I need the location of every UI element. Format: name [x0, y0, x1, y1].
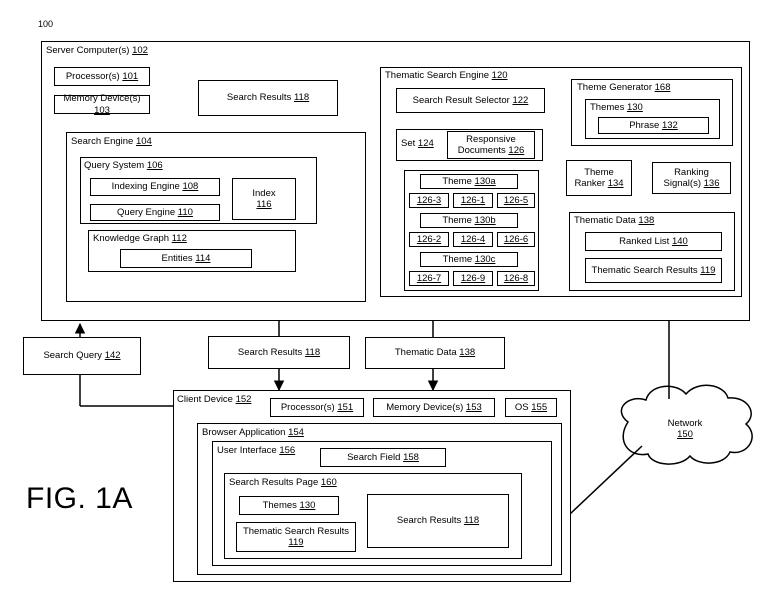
doc-126-6: 126-6	[497, 232, 535, 247]
indexing-engine-box: Indexing Engine 108	[90, 178, 220, 196]
query-engine-box: Query Engine 110	[90, 204, 220, 221]
mid-thematic-data-box: Thematic Data 138	[365, 337, 505, 369]
server-memory-box: Memory Device(s) 103	[54, 95, 150, 114]
network-label: Network150	[650, 414, 720, 444]
server-computer-label: Server Computer(s) 102	[46, 46, 148, 57]
theme-130a-box: Theme 130a	[420, 174, 518, 189]
client-themes-box: Themes 130	[239, 496, 339, 515]
ranking-signals-box: RankingSignal(s) 136	[652, 162, 731, 194]
figure-label: FIG. 1A	[26, 482, 133, 516]
knowledge-graph-label: Knowledge Graph 112	[93, 234, 187, 245]
user-interface-label: User Interface 156	[217, 446, 295, 457]
responsive-documents-box: ResponsiveDocuments 126	[447, 131, 535, 159]
figure-reference: 100	[38, 19, 53, 29]
entities-box: Entities 114	[120, 249, 252, 268]
doc-126-3: 126-3	[409, 193, 449, 208]
thematic-search-engine-label: Thematic Search Engine 120	[385, 71, 508, 82]
theme-130c-box: Theme 130c	[420, 252, 518, 267]
set-label: Set 124	[401, 139, 434, 150]
client-os-box: OS 155	[505, 398, 557, 417]
search-query-box: Search Query 142	[23, 337, 141, 375]
search-result-selector-box: Search Result Selector 122	[396, 88, 545, 113]
index-box: Index116	[232, 178, 296, 220]
doc-126-8: 126-8	[497, 271, 535, 286]
client-processor-box: Processor(s) 151	[270, 398, 364, 417]
doc-126-5: 126-5	[497, 193, 535, 208]
theme-generator-label: Theme Generator 168	[577, 83, 670, 94]
search-field-box: Search Field 158	[320, 448, 446, 467]
doc-126-4: 126-4	[453, 232, 493, 247]
phrase-box: Phrase 132	[598, 117, 709, 134]
themes-130-label: Themes 130	[590, 103, 643, 114]
server-processor-box: Processor(s) 101	[54, 67, 150, 86]
search-results-page-label: Search Results Page 160	[229, 478, 337, 489]
query-system-label: Query System 106	[84, 161, 163, 172]
thematic-data-label: Thematic Data 138	[574, 216, 654, 227]
ranked-list-box: Ranked List 140	[585, 232, 722, 251]
client-memory-box: Memory Device(s) 153	[373, 398, 495, 417]
search-engine-label: Search Engine 104	[71, 137, 152, 148]
doc-126-1: 126-1	[453, 193, 493, 208]
client-device-label: Client Device 152	[177, 395, 251, 406]
theme-130b-box: Theme 130b	[420, 213, 518, 228]
doc-126-9: 126-9	[453, 271, 493, 286]
doc-126-7: 126-7	[409, 271, 449, 286]
client-thematic-results-box: Thematic Search Results119	[236, 522, 356, 552]
browser-application-label: Browser Application 154	[202, 428, 304, 439]
theme-ranker-box: ThemeRanker 134	[566, 160, 632, 196]
client-search-results-box: Search Results 118	[367, 494, 509, 548]
thematic-search-results-box: Thematic Search Results 119	[585, 258, 722, 283]
mid-search-results-box: Search Results 118	[208, 336, 350, 369]
doc-126-2: 126-2	[409, 232, 449, 247]
server-search-results-box: Search Results 118	[198, 80, 338, 116]
